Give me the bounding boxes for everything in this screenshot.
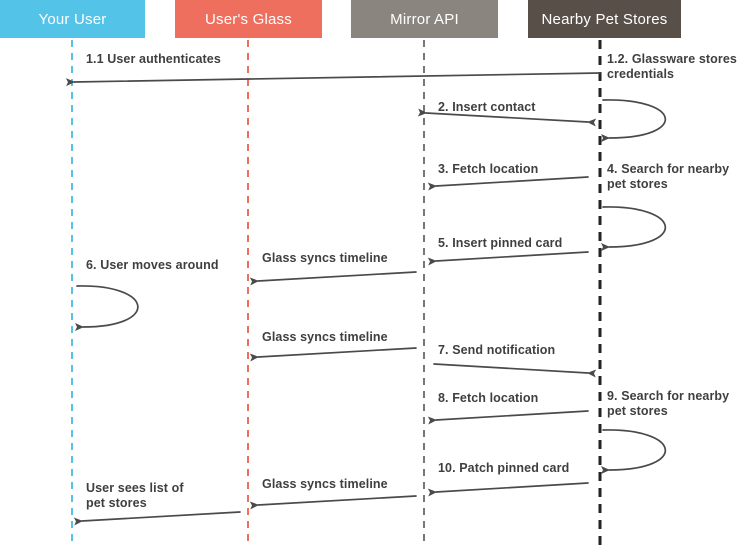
message-label-m5: 5. Insert pinned card: [438, 236, 563, 250]
message-label-m9: 9. Search for nearby pet stores: [607, 389, 730, 418]
lifelines: [71, 40, 602, 547]
message-s2[interactable]: [249, 347, 417, 362]
message-label-m4: 4. Search for nearby pet stores: [607, 162, 730, 191]
message-m4[interactable]: [600, 206, 667, 252]
message-label-m7: 7. Send notification: [438, 343, 556, 357]
actor-label: Mirror API: [390, 10, 459, 28]
message-s3[interactable]: [249, 495, 417, 510]
message-label-m3: 3. Fetch location: [438, 162, 539, 176]
message-label-m6: 6. User moves around: [86, 258, 219, 272]
message-m8[interactable]: [427, 410, 589, 425]
message-label-m2: 2. Insert contact: [438, 100, 536, 114]
message-m10[interactable]: [427, 482, 589, 497]
message-m6[interactable]: [74, 285, 139, 332]
message-label-m1-1: 1.1 User authenticates: [86, 52, 221, 66]
message-m5[interactable]: [427, 251, 589, 266]
message-label-m1-2: 1.2. Glassware stores credentials: [607, 52, 737, 81]
actor-header-your-user[interactable]: Your User: [0, 0, 145, 38]
message-m1-2[interactable]: [600, 99, 667, 143]
message-m2[interactable]: [417, 108, 597, 127]
message-m9[interactable]: [600, 429, 667, 475]
message-label-m10: 10. Patch pinned card: [438, 461, 570, 475]
message-m1-1[interactable]: [65, 72, 601, 87]
message-label-m8: 8. Fetch location: [438, 391, 539, 405]
message-m7[interactable]: [433, 363, 597, 378]
actor-label: Nearby Pet Stores: [541, 10, 668, 28]
message-m11[interactable]: [73, 511, 241, 526]
message-label-s3: Glass syncs timeline: [262, 477, 388, 491]
actor-label: Your User: [38, 10, 107, 28]
actor-header-mirror-api[interactable]: Mirror API: [351, 0, 498, 38]
actor-header-nearby-pet-stores[interactable]: Nearby Pet Stores: [528, 0, 681, 38]
message-s1[interactable]: [249, 271, 417, 286]
message-arrows: [65, 72, 667, 526]
message-label-s2: Glass syncs timeline: [262, 330, 388, 344]
actor-header-users-glass[interactable]: User's Glass: [175, 0, 322, 38]
actor-label: User's Glass: [205, 10, 292, 28]
message-label-m11: User sees list of pet stores: [86, 481, 184, 510]
message-m3[interactable]: [427, 176, 589, 191]
message-label-s1: Glass syncs timeline: [262, 251, 388, 265]
